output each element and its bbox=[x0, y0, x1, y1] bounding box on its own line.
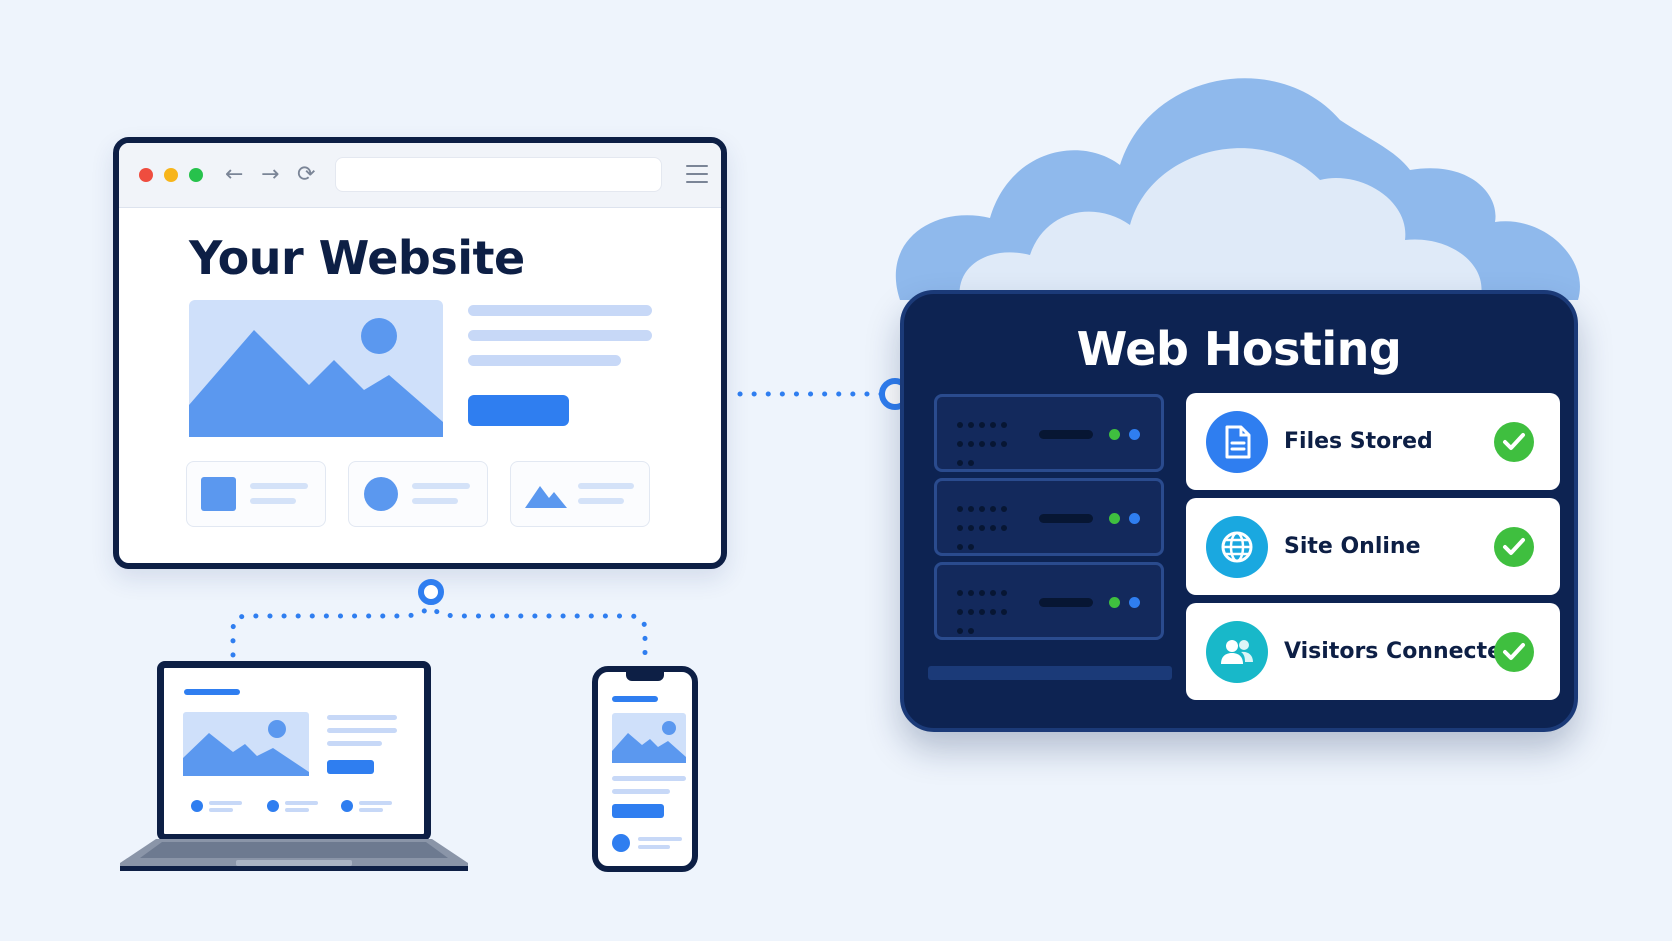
status-led-icon bbox=[1129, 513, 1140, 524]
website-title: Your Website bbox=[189, 231, 525, 285]
status-label: Visitors Connected bbox=[1284, 639, 1518, 664]
server-unit bbox=[934, 394, 1164, 472]
feature-card bbox=[348, 461, 488, 527]
circle-icon bbox=[364, 477, 398, 511]
users-icon bbox=[1206, 621, 1268, 683]
server-rack-base bbox=[928, 666, 1172, 680]
text-line-placeholder bbox=[468, 330, 652, 341]
status-card-site-online: Site Online bbox=[1186, 498, 1560, 595]
server-unit bbox=[934, 562, 1164, 640]
feature-card bbox=[510, 461, 650, 527]
status-led-icon bbox=[1109, 429, 1120, 440]
cloud-shape bbox=[895, 78, 1580, 300]
minimize-window-dot[interactable] bbox=[164, 168, 178, 182]
web-hosting-panel: Web Hosting Files Stored Site Online bbox=[900, 290, 1578, 732]
hosting-title: Web Hosting bbox=[1076, 322, 1402, 376]
feature-card bbox=[186, 461, 326, 527]
status-led-icon bbox=[1129, 429, 1140, 440]
hamburger-menu-icon[interactable] bbox=[686, 165, 708, 189]
laptop-keyboard-base bbox=[120, 839, 468, 871]
status-card-visitors-connected: Visitors Connected bbox=[1186, 603, 1560, 700]
browser-to-phone-connector bbox=[427, 597, 648, 658]
check-icon bbox=[1494, 422, 1534, 462]
browser-window: ← → ⟳ Your Website bbox=[113, 137, 727, 569]
phone-device bbox=[592, 666, 698, 872]
browser-to-laptop-connector bbox=[230, 597, 433, 658]
square-icon bbox=[201, 477, 236, 511]
maximize-window-dot[interactable] bbox=[189, 168, 203, 182]
devices-connector-node bbox=[418, 579, 444, 605]
phone-notch bbox=[626, 672, 664, 681]
browser-toolbar: ← → ⟳ bbox=[119, 143, 721, 208]
phone-image-placeholder bbox=[612, 713, 686, 763]
address-bar[interactable] bbox=[335, 157, 662, 192]
hero-image-placeholder bbox=[189, 300, 443, 437]
check-icon bbox=[1494, 632, 1534, 672]
connector-lines bbox=[230, 391, 888, 658]
status-led-icon bbox=[1109, 597, 1120, 608]
cta-button-placeholder[interactable] bbox=[468, 395, 569, 426]
status-label: Site Online bbox=[1284, 534, 1421, 559]
text-line-placeholder bbox=[468, 305, 652, 316]
laptop-image-placeholder bbox=[183, 712, 309, 776]
globe-icon bbox=[1206, 516, 1268, 578]
status-led-icon bbox=[1109, 513, 1120, 524]
status-label: Files Stored bbox=[1284, 429, 1433, 454]
mountain-icon bbox=[525, 486, 567, 508]
close-window-dot[interactable] bbox=[139, 168, 153, 182]
document-icon bbox=[1206, 411, 1268, 473]
status-card-files-stored: Files Stored bbox=[1186, 393, 1560, 490]
back-arrow-icon[interactable]: ← bbox=[225, 162, 244, 187]
text-line-placeholder bbox=[468, 355, 621, 366]
forward-arrow-icon[interactable]: → bbox=[261, 162, 280, 187]
check-icon bbox=[1494, 527, 1534, 567]
status-led-icon bbox=[1129, 597, 1140, 608]
server-unit bbox=[934, 478, 1164, 556]
laptop-screen bbox=[157, 661, 431, 841]
reload-icon[interactable]: ⟳ bbox=[297, 162, 316, 187]
